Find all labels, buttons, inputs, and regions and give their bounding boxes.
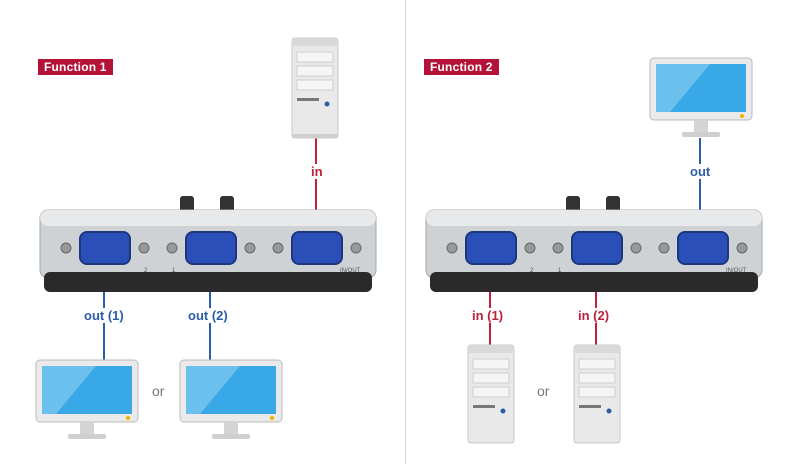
f2-out-label: out bbox=[688, 164, 713, 179]
vga-port-1 bbox=[166, 231, 256, 265]
vga-port-2 bbox=[60, 231, 150, 265]
port-label-1: 1 bbox=[172, 268, 176, 274]
vga-port-in-out bbox=[658, 231, 748, 265]
function-2-badge: Function 2 bbox=[424, 59, 499, 75]
panel-divider bbox=[405, 0, 406, 464]
port-label-2: 2 bbox=[144, 268, 148, 274]
f1-out2-label: out (2) bbox=[186, 308, 230, 323]
vga-port-1 bbox=[552, 231, 642, 265]
f1-or-label: or bbox=[152, 383, 165, 399]
f2-in2-label: in (2) bbox=[576, 308, 612, 323]
port-label-in-out: IN/OUT bbox=[726, 268, 747, 274]
function-1-badge: Function 1 bbox=[38, 59, 113, 75]
port-label-in-out: IN/OUT bbox=[340, 268, 361, 274]
vga-port-in-out bbox=[272, 231, 362, 265]
f1-in-label: in bbox=[309, 164, 325, 179]
port-label-1: 1 bbox=[558, 268, 562, 274]
port-label-2: 2 bbox=[530, 268, 534, 274]
f2-or-label: or bbox=[537, 383, 550, 399]
f1-out1-label: out (1) bbox=[82, 308, 126, 323]
vga-port-2 bbox=[446, 231, 536, 265]
f2-in1-label: in (1) bbox=[470, 308, 506, 323]
